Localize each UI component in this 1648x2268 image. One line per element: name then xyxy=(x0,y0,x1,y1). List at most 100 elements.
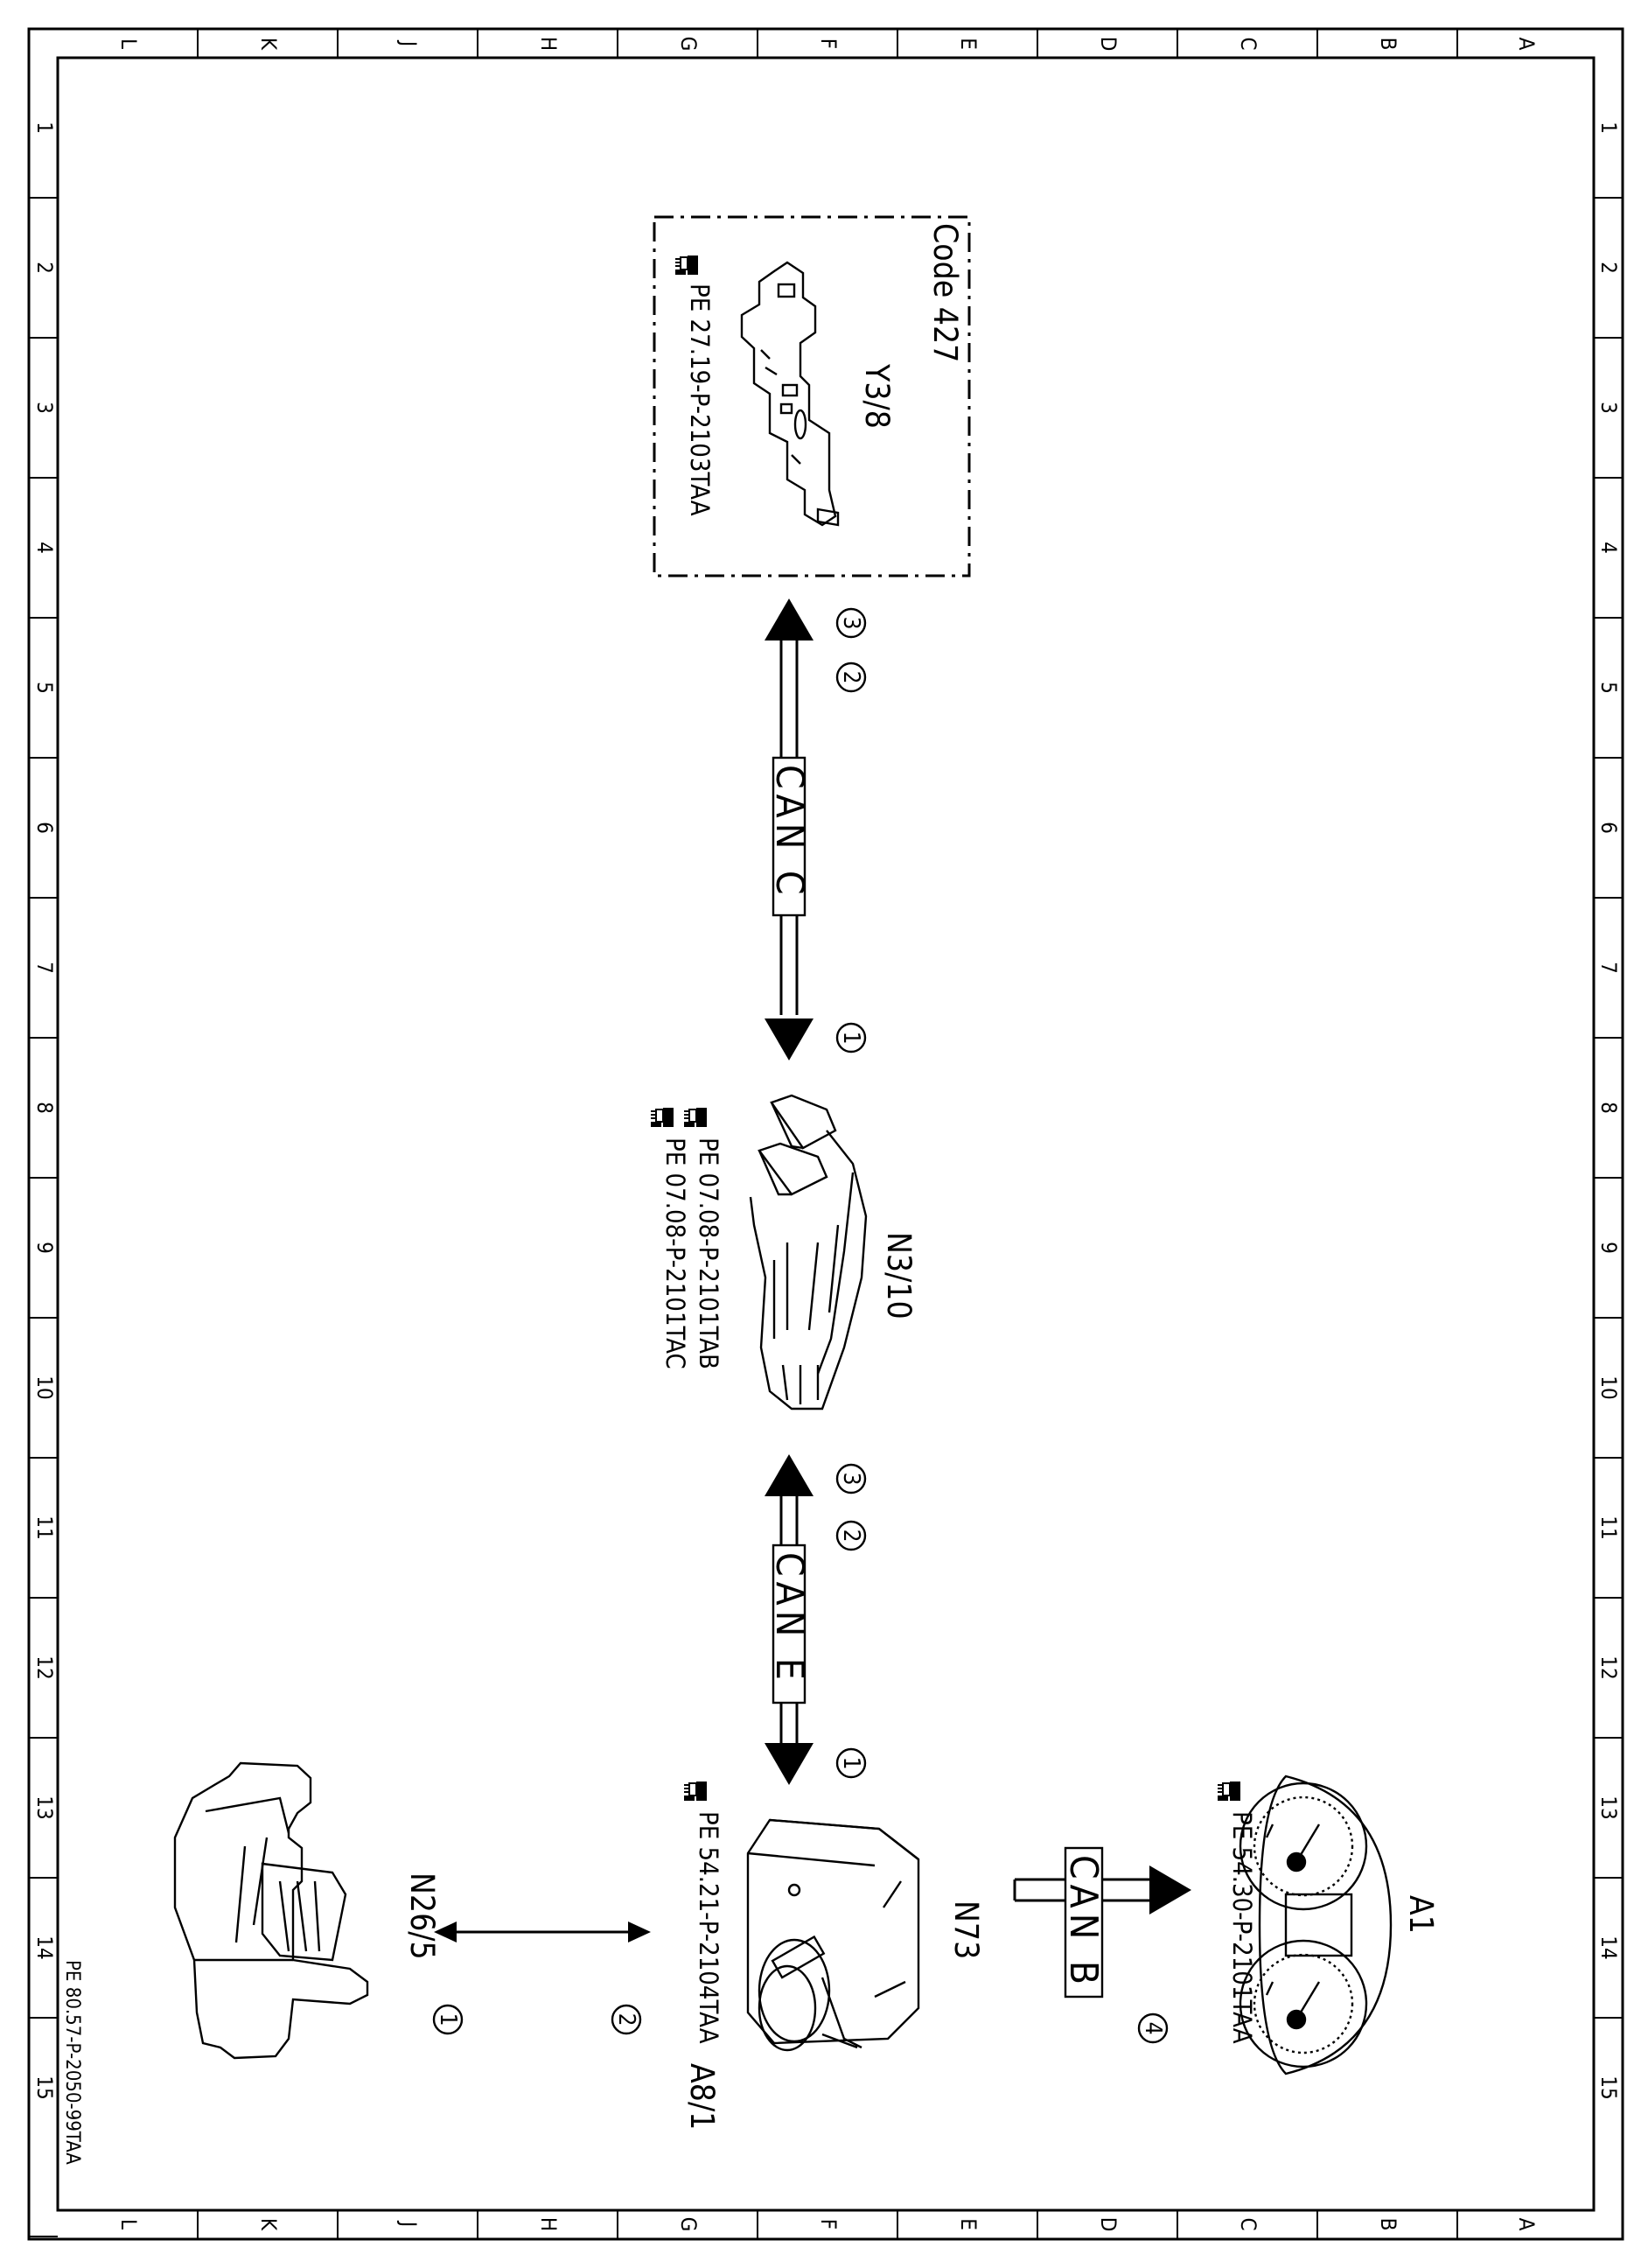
row-labels: 1 2 3 4 5 6 7 8 9 10 11 12 13 14 15 1 2 … xyxy=(32,122,1621,2100)
callout-1: 1 xyxy=(432,2004,464,2035)
callout-2: 2 xyxy=(835,662,867,693)
row-label: 7 xyxy=(1596,962,1621,974)
a1-reference: PE 54.30-P-2101TAA xyxy=(1227,1811,1257,2044)
arrow-down xyxy=(765,1018,814,1060)
can-e-bus: CAN E 3 2 1 xyxy=(765,1454,867,1785)
row-label: 6 xyxy=(1596,822,1621,834)
svg-text:2: 2 xyxy=(838,671,864,684)
n26-5-link: 2 1 xyxy=(432,1922,651,2035)
col-label: D xyxy=(1096,37,1121,52)
row-label: 8 xyxy=(32,1102,57,1114)
arrow-right xyxy=(628,1922,651,1942)
row-label: 3 xyxy=(1596,402,1621,414)
n26-5-label: N26/5 xyxy=(403,1872,441,1960)
code-label: Code 427 xyxy=(926,223,964,362)
n73-component: N73 A8/1 PE 54.21-P-2104TAA xyxy=(683,1781,985,2130)
column-labels: L K J H G F E D C B A L K J H G F E D C … xyxy=(116,37,1539,2232)
col-label: D xyxy=(1096,2217,1121,2232)
row-label: 13 xyxy=(1596,1796,1621,1819)
col-label: C xyxy=(1236,37,1260,50)
steering-lock-icon xyxy=(173,1761,369,2060)
row-label: 4 xyxy=(1596,542,1621,554)
row-label: 1 xyxy=(32,122,57,134)
row-label: 12 xyxy=(1596,1656,1621,1679)
col-label: A xyxy=(1514,2218,1539,2231)
ignition-switch-icon xyxy=(746,1818,920,2052)
row-label: 10 xyxy=(1596,1376,1621,1399)
pointing-hand-icon xyxy=(683,1781,708,1802)
col-label: J xyxy=(396,39,421,46)
col-label: F xyxy=(816,2219,841,2230)
svg-text:3: 3 xyxy=(838,1473,864,1486)
can-c-bus: CAN C 3 2 1 xyxy=(765,598,867,1060)
instrument-cluster-icon xyxy=(1239,1774,1393,2076)
y3-8-label: Y3/8 xyxy=(858,363,896,429)
col-label: H xyxy=(536,37,561,51)
valve-body-icon xyxy=(740,261,840,527)
svg-text:2: 2 xyxy=(613,2013,639,2026)
callout-4: 4 xyxy=(1137,2012,1169,2044)
row-label: 12 xyxy=(32,1656,57,1679)
row-label: 5 xyxy=(32,682,57,694)
col-label: E xyxy=(956,2218,981,2230)
pointing-hand-icon xyxy=(683,1107,708,1128)
row-label: 8 xyxy=(1596,1102,1621,1114)
col-label: L xyxy=(116,2219,141,2230)
callout-3: 3 xyxy=(835,1463,867,1494)
row-ticks xyxy=(29,197,1623,2019)
col-label: K xyxy=(256,38,281,51)
n73-label: N73 xyxy=(947,1900,985,1959)
n3-10-reference: PE 07.08-P-2101TAC xyxy=(660,1138,690,1369)
callout-1: 1 xyxy=(835,1747,867,1779)
col-label: C xyxy=(1236,2217,1260,2230)
row-label: 4 xyxy=(32,542,57,554)
svg-text:1: 1 xyxy=(838,1757,864,1770)
row-label: 2 xyxy=(32,262,57,274)
col-label: K xyxy=(256,2218,281,2231)
optional-equipment-box xyxy=(653,215,971,578)
drawing-frame xyxy=(27,27,1624,2241)
svg-text:1: 1 xyxy=(435,2013,461,2026)
col-label: B xyxy=(1376,2218,1400,2231)
row-label: 15 xyxy=(32,2076,57,2099)
svg-text:4: 4 xyxy=(1140,2022,1166,2035)
callout-3: 3 xyxy=(835,607,867,639)
y3-8-reference: PE 27.19-P-2103TAA xyxy=(685,284,715,516)
a8-1-label: A8/1 xyxy=(683,2063,721,2130)
n26-5-component: N26/5 xyxy=(173,1761,441,2060)
y3-8-component: Code 427 Y3/8 PE 27.19-P-2103TAA xyxy=(653,215,971,578)
n3-10-label: N3/10 xyxy=(880,1232,918,1320)
row-label: 6 xyxy=(32,822,57,834)
col-label: J xyxy=(396,2220,421,2227)
callout-2: 2 xyxy=(611,2004,642,2035)
col-label: E xyxy=(956,38,981,50)
row-label: 11 xyxy=(1596,1516,1621,1539)
arrow-right xyxy=(1149,1866,1191,1914)
col-label: B xyxy=(1376,38,1400,51)
row-label: 9 xyxy=(32,1242,57,1254)
callout-1: 1 xyxy=(835,1022,867,1054)
row-label: 13 xyxy=(32,1796,57,1819)
svg-text:3: 3 xyxy=(838,617,864,630)
col-label: L xyxy=(116,38,141,49)
arrow-up xyxy=(765,598,814,640)
n73-reference: PE 54.21-P-2104TAA xyxy=(694,1811,723,2044)
row-label: 5 xyxy=(1596,682,1621,694)
can-e-label: CAN E xyxy=(767,1552,812,1685)
row-label: 10 xyxy=(32,1376,57,1399)
n3-10-component: N3/10 PE 07.08-P-2101TAB PE 07.08-P-2101… xyxy=(650,1094,918,1410)
col-label: G xyxy=(676,2217,701,2232)
col-label: G xyxy=(676,37,701,52)
arrow-left xyxy=(434,1922,457,1942)
svg-text:1: 1 xyxy=(838,1032,864,1045)
can-c-label: CAN C xyxy=(767,765,812,900)
pointing-hand-icon xyxy=(1217,1781,1241,1802)
a1-label: A1 xyxy=(1402,1895,1440,1934)
svg-text:2: 2 xyxy=(838,1530,864,1543)
pointing-hand-icon xyxy=(674,255,699,276)
row-label: 1 xyxy=(1596,122,1621,134)
row-label: 15 xyxy=(1596,2076,1621,2099)
column-ticks xyxy=(197,29,1458,2239)
row-label: 9 xyxy=(1596,1242,1621,1254)
